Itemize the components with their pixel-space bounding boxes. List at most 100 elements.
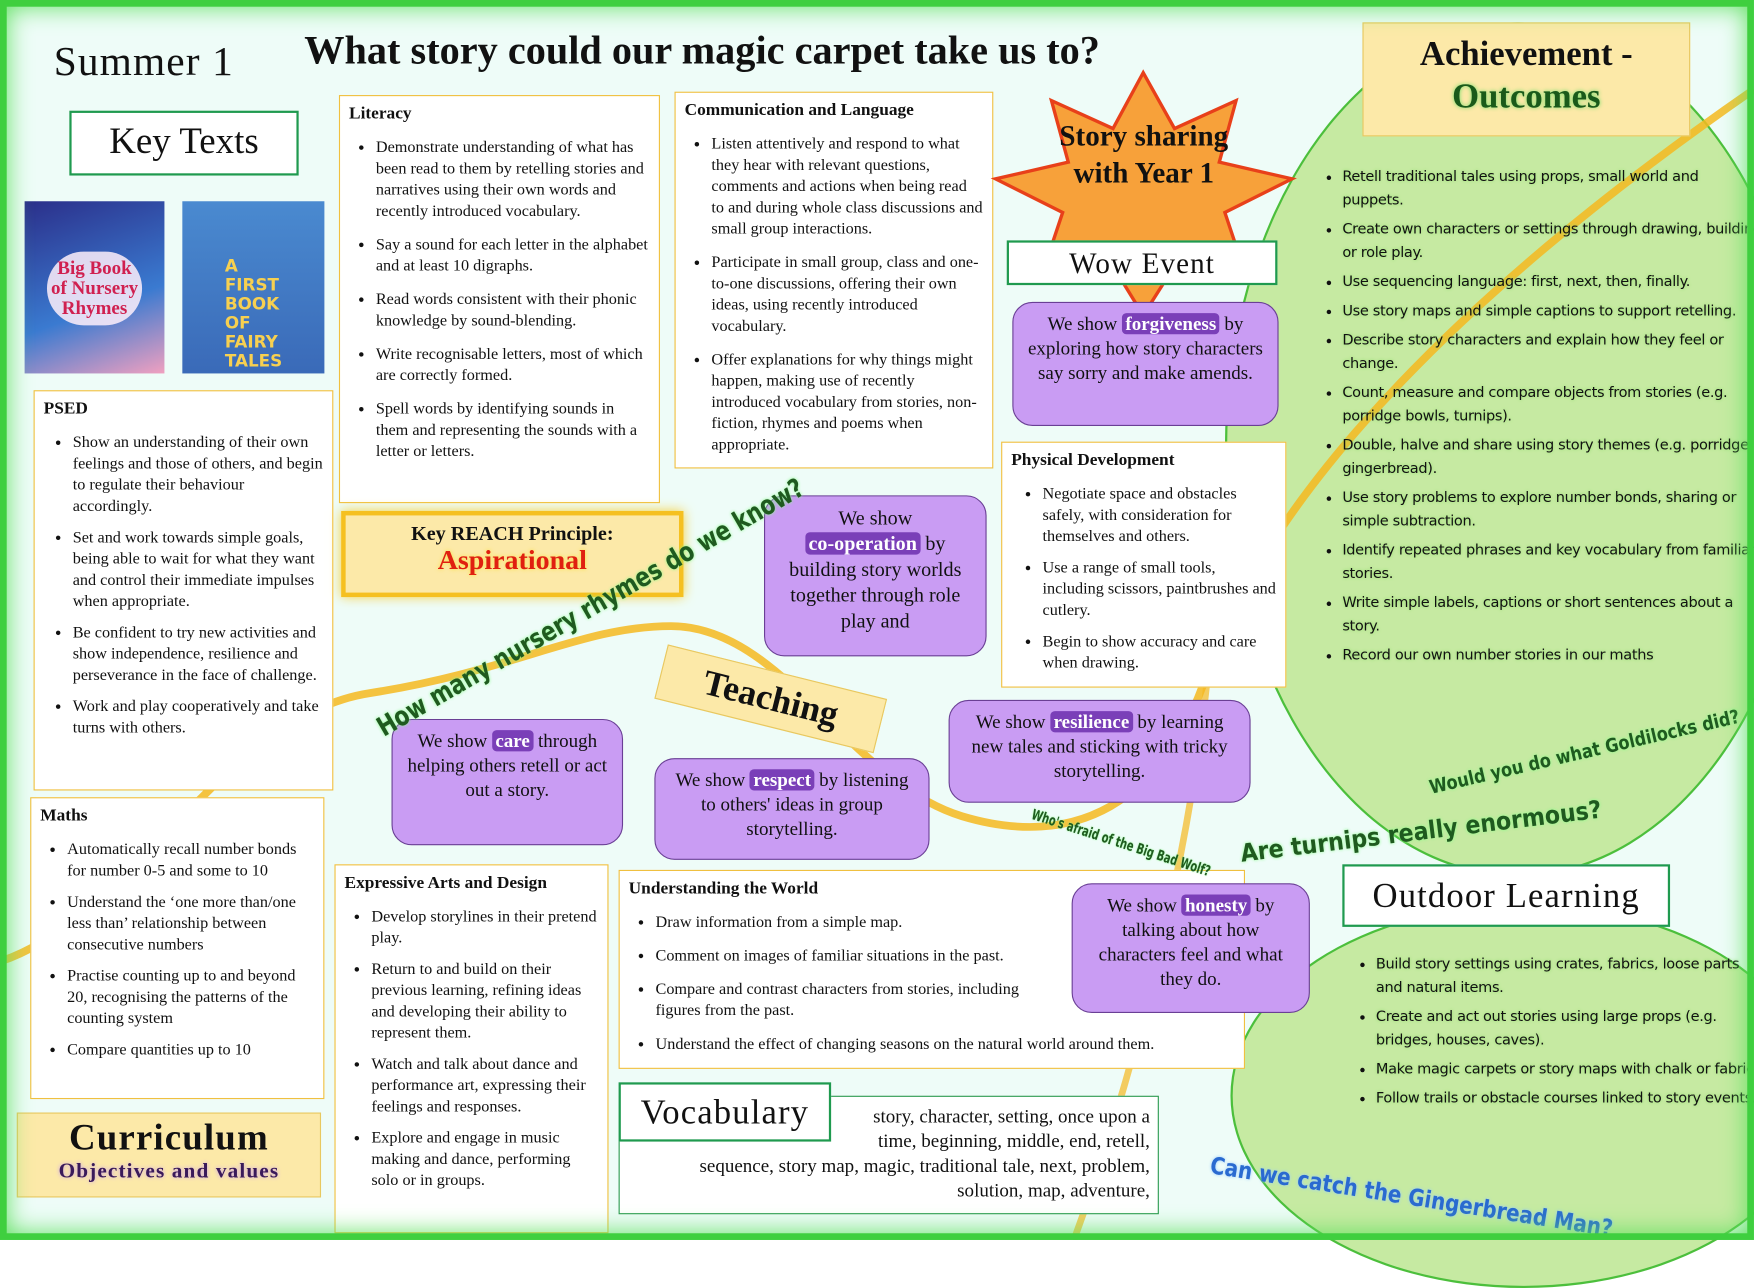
list-item: Explore and engage in music making and d…	[371, 1128, 598, 1192]
value-text: We show	[975, 711, 1046, 733]
value-word: respect	[749, 769, 815, 791]
outdoor-list: Build story settings using crates, fabri…	[1351, 953, 1754, 1116]
wow-event-star-text: Story sharing with Year 1	[1059, 119, 1229, 189]
reach-label: Key REACH Principle:	[411, 522, 614, 545]
value-word: forgiveness	[1122, 313, 1220, 335]
list-item: Draw information from a simple map.	[655, 912, 1234, 933]
panel-title: Expressive Arts and Design	[344, 873, 547, 893]
physical-panel: Physical Development Negotiate space and…	[1001, 441, 1287, 688]
list-item: Say a sound for each letter in the alpha…	[376, 235, 650, 277]
book-title: Big Book of Nursery Rhymes	[46, 251, 143, 326]
literacy-panel: Literacy Demonstrate understanding of wh…	[338, 95, 660, 504]
list-item: Retell traditional tales using props, sm…	[1342, 165, 1754, 212]
panel-title: Physical Development	[1011, 450, 1175, 470]
achievement-list: Retell traditional tales using props, sm…	[1318, 165, 1754, 673]
value-text: by listening to others' ideas in group s…	[700, 769, 909, 840]
list-item: Automatically recall number bonds for nu…	[67, 840, 314, 882]
panel-title: Communication and Language	[684, 100, 914, 120]
curriculum-subtitle: Objectives and values	[58, 1159, 280, 1183]
panel-title: Literacy	[349, 103, 412, 123]
wow-event-label: Wow Event	[1006, 240, 1278, 286]
outdoor-ellipse	[1230, 903, 1754, 1288]
list-item: Watch and talk about dance and performan…	[371, 1054, 598, 1118]
value-text: through helping others retell or act out…	[407, 730, 608, 801]
list-item: Compare quantities up to 10	[67, 1040, 314, 1061]
key-texts-label: Key Texts	[69, 110, 299, 176]
value-word: resilience	[1050, 711, 1133, 733]
list-item: Count, measure and compare objects from …	[1342, 381, 1754, 428]
list-item: Create own characters or settings throug…	[1342, 218, 1754, 265]
outdoor-learning-label: Outdoor Learning	[1342, 864, 1671, 927]
list-item: Work and play cooperatively and take tur…	[73, 697, 324, 739]
value-word: co-operation	[805, 532, 921, 555]
list-item: Understand the effect of changing season…	[655, 1034, 1234, 1055]
list-item: Use a range of small tools, including sc…	[1043, 558, 1277, 622]
book-cover-nursery-rhymes: Big Book of Nursery Rhymes	[24, 201, 165, 374]
list-item: Develop storylines in their pretend play…	[371, 907, 598, 949]
list-item: Build story settings using crates, fabri…	[1376, 953, 1754, 1000]
achievement-header: Achievement - Outcomes	[1362, 22, 1691, 137]
list-item: Participate in small group, class and on…	[711, 253, 983, 338]
list-item: Practise counting up to and beyond 20, r…	[67, 966, 314, 1030]
list-item: Listen attentively and respond to what t…	[711, 134, 983, 240]
value-cooperation: We show co-operation by building story wo…	[764, 495, 987, 657]
list-item: Spell words by identifying sounds in the…	[376, 399, 650, 463]
list-item: Describe story characters and explain ho…	[1342, 329, 1754, 376]
panel-title: PSED	[43, 399, 88, 419]
outcomes-title: Outcomes	[1452, 76, 1601, 116]
value-honesty: We show honesty by talking about how cha…	[1071, 883, 1310, 1013]
curriculum-label: Curriculum Objectives and values	[16, 1112, 322, 1198]
value-text: by learning new tales and sticking with …	[971, 711, 1228, 782]
vocabulary-text: story, character, setting, once upon a t…	[699, 1105, 1150, 1201]
list-item: Offer explanations for why things might …	[711, 350, 983, 456]
list-item: Set and work towards simple goals, being…	[73, 528, 324, 613]
panel-title: Understanding the World	[628, 878, 819, 898]
value-text: We show	[838, 506, 913, 529]
list-item: Be confident to try new activities and s…	[73, 623, 324, 687]
value-text: We show	[1047, 313, 1118, 335]
value-text: We show	[417, 730, 488, 752]
book-title: A First Book of Fairy Tales	[224, 256, 283, 372]
list-item: Write recognisable letters, most of whic…	[376, 344, 650, 386]
expressive-arts-panel: Expressive Arts and Design Develop story…	[334, 864, 609, 1234]
value-forgiveness: We show forgiveness by exploring how sto…	[1012, 301, 1279, 426]
value-resilience: We show resilience by learning new tales…	[948, 699, 1251, 803]
book-cover-fairy-tales: A First Book of Fairy Tales	[182, 201, 325, 374]
list-item: Write simple labels, captions or short s…	[1342, 591, 1754, 638]
list-item: Compare and contrast characters from sto…	[655, 979, 1234, 1021]
value-text: We show	[1107, 894, 1177, 916]
value-text: We show	[675, 769, 746, 791]
list-item: Use story problems to explore number bon…	[1342, 486, 1754, 533]
term-label: Summer 1	[53, 39, 234, 85]
maths-panel: Maths Automatically recall number bonds …	[30, 797, 325, 1100]
list-item: Begin to show accuracy and care when dra…	[1043, 632, 1277, 674]
vocabulary-label-spacer	[632, 1105, 839, 1150]
list-item: Use story maps and simple captions to su…	[1342, 300, 1754, 323]
list-item: Show an understanding of their own feeli…	[73, 433, 324, 518]
panel-title: Maths	[40, 806, 88, 826]
list-item: Read words consistent with their phonic …	[376, 290, 650, 332]
communication-panel: Communication and Language Listen attent…	[674, 91, 994, 469]
list-item: Create and act out stories using large p…	[1376, 1005, 1754, 1052]
list-item: Double, halve and share using story them…	[1342, 434, 1754, 481]
vocabulary-text-wrap: story, character, setting, once upon a t…	[632, 1105, 1150, 1203]
value-text: by building story worlds together throug…	[789, 532, 962, 632]
curriculum-title: Curriculum	[68, 1118, 269, 1159]
value-text: by exploring how story characters say so…	[1027, 313, 1263, 384]
value-care: We show care through helping others rete…	[391, 718, 624, 846]
list-item: Identify repeated phrases and key vocabu…	[1342, 539, 1754, 586]
value-respect: We show respect by listening to others' …	[654, 758, 930, 860]
list-item: Use sequencing language: first, next, th…	[1342, 271, 1754, 294]
achievement-title: Achievement -	[1419, 33, 1633, 73]
list-item: Make magic carpets or story maps with ch…	[1376, 1058, 1754, 1081]
list-item: Follow trails or obstacle courses linked…	[1376, 1087, 1754, 1110]
curriculum-poster: Summer 1 What story could our magic carp…	[0, 0, 1754, 1240]
list-item: Comment on images of familiar situations…	[655, 946, 1234, 967]
reach-principle: Key REACH Principle: Aspirational	[341, 510, 684, 598]
list-item: Understand the ‘one more than/one less t…	[67, 892, 314, 956]
value-word: care	[491, 730, 534, 752]
list-item: Negotiate space and obstacles safely, wi…	[1043, 484, 1277, 548]
value-word: honesty	[1181, 894, 1251, 916]
list-item: Record our own number stories in our mat…	[1342, 644, 1754, 667]
list-item: Return to and build on their previous le…	[371, 959, 598, 1044]
